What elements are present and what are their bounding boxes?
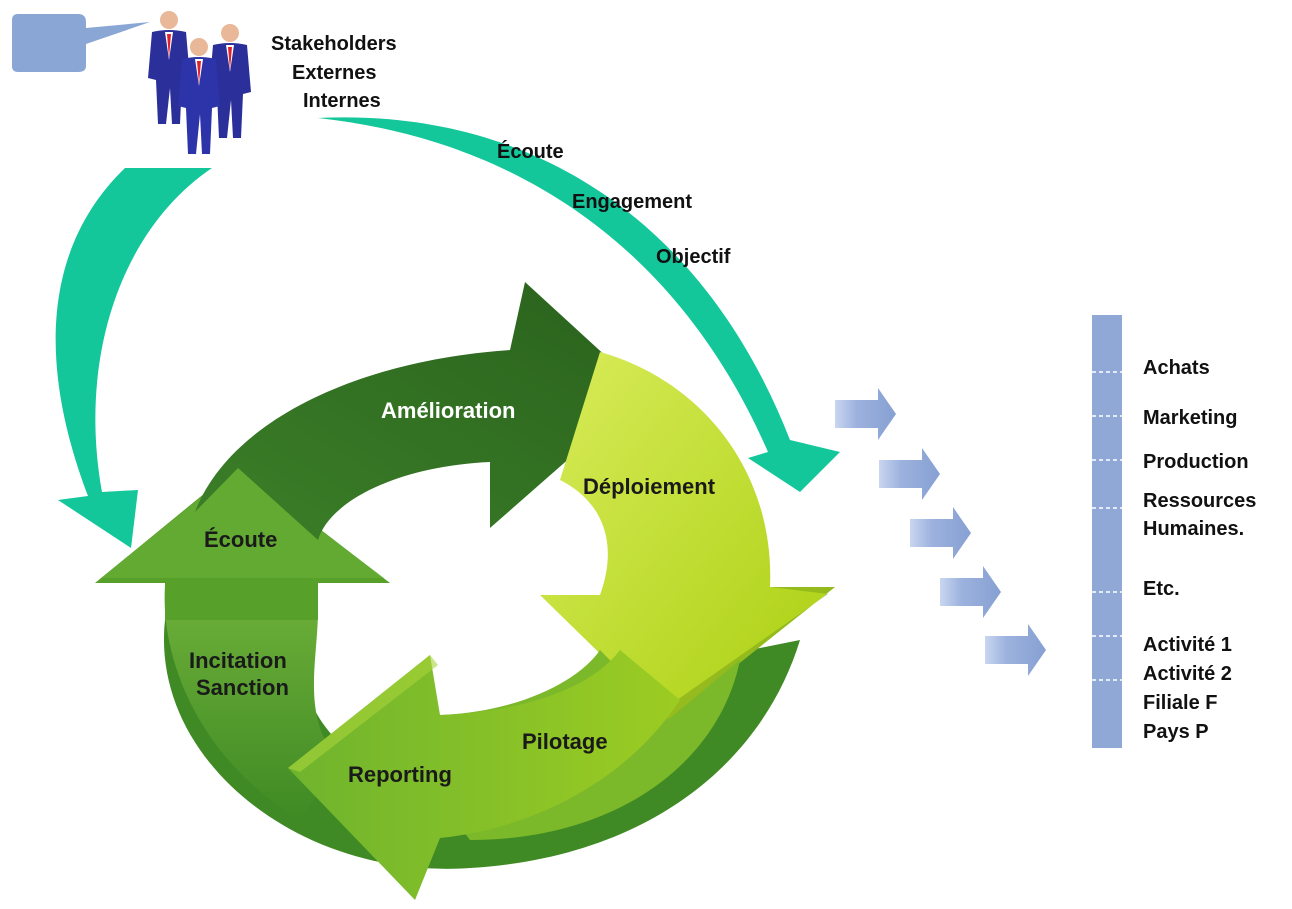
speech-bubble-icon [12, 14, 150, 72]
objectif-label: Objectif [656, 246, 731, 268]
activity-1: Activité 1 [1143, 634, 1232, 656]
department-bar [1092, 315, 1122, 748]
dept-achats: Achats [1143, 357, 1210, 379]
stakeholders-people-icon [148, 11, 251, 154]
pays-p: Pays P [1143, 721, 1209, 743]
filiale-f: Filiale F [1143, 692, 1218, 714]
internes-label: Internes [303, 90, 381, 112]
teal-arrow-right [318, 117, 840, 492]
ecoute-cycle-label: Écoute [204, 527, 278, 552]
sanction-label: Sanction [196, 675, 289, 700]
externes-label: Externes [292, 62, 377, 84]
outer-ecoute-label: Écoute [497, 141, 564, 163]
blue-arrow-3 [910, 507, 971, 559]
pilotage-label: Pilotage [522, 729, 608, 754]
dept-production: Production [1143, 451, 1249, 473]
blue-arrow-5 [985, 624, 1046, 676]
incitation-label: Incitation [189, 648, 287, 673]
dept-etc: Etc. [1143, 578, 1180, 600]
dept-rh-line2: Humaines. [1143, 518, 1245, 540]
stakeholders-label: Stakeholders [271, 33, 397, 55]
blue-arrow-4 [940, 566, 1001, 618]
teal-arrow-left [55, 168, 212, 548]
activity-2: Activité 2 [1143, 663, 1232, 685]
dept-marketing: Marketing [1143, 407, 1238, 429]
deploiement-label: Déploiement [583, 474, 716, 499]
blue-arrow-1 [835, 388, 896, 440]
cycle-ring [95, 282, 835, 900]
dept-rh-line1: Ressources [1143, 490, 1257, 512]
blue-arrow-2 [879, 448, 940, 500]
reporting-label: Reporting [348, 762, 452, 787]
amelioration-label: Amélioration [381, 398, 516, 423]
engagement-label: Engagement [572, 191, 693, 213]
